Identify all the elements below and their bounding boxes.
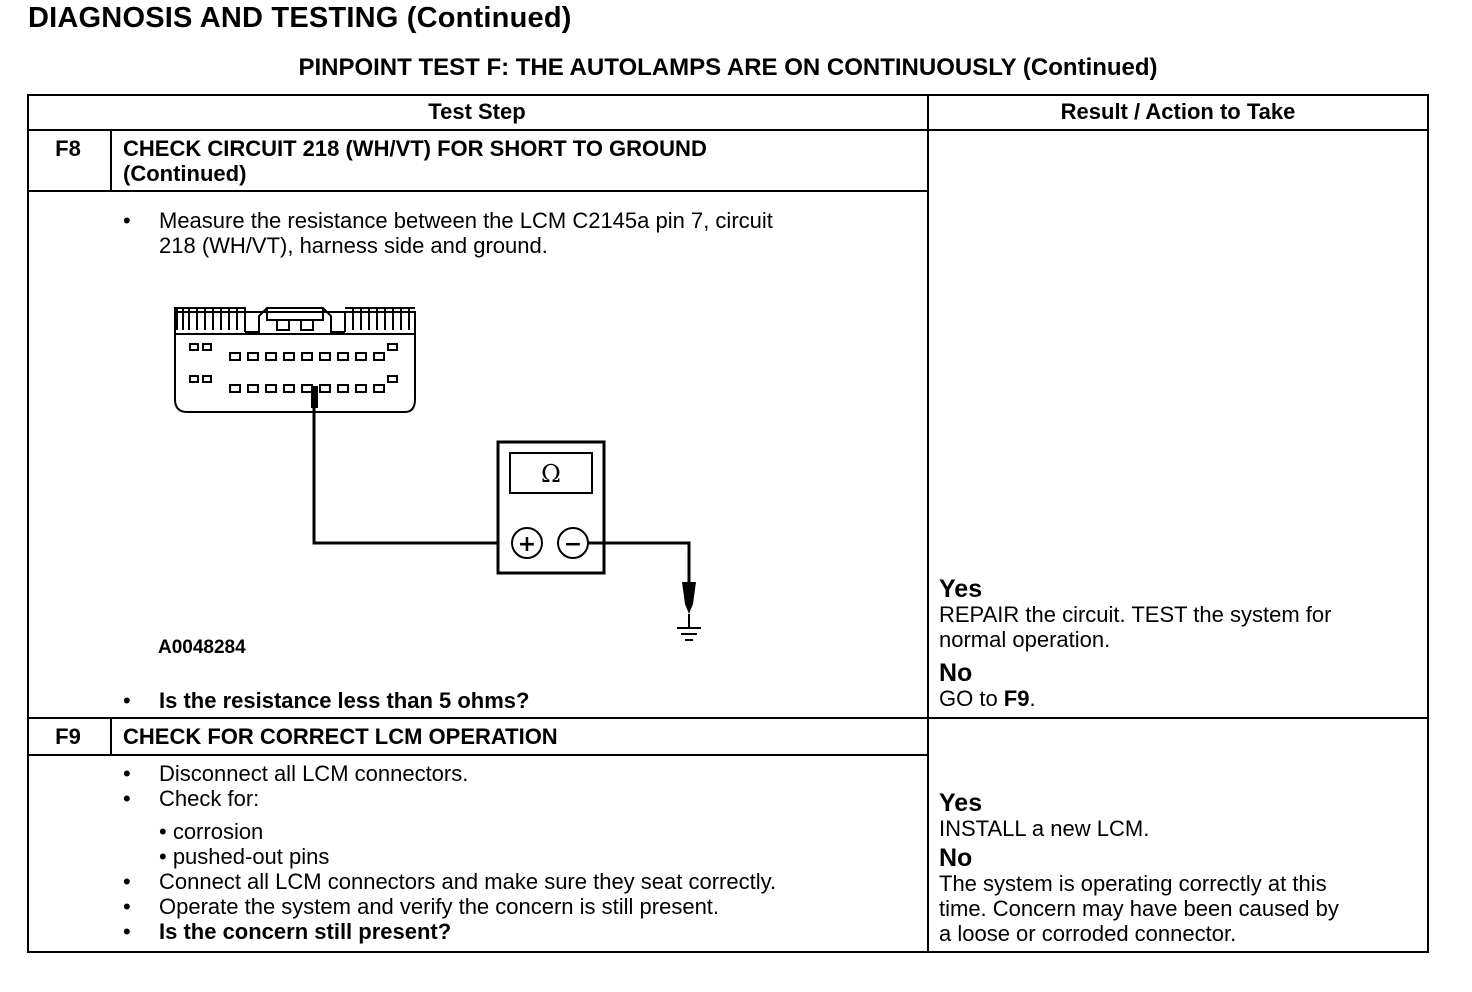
pinpoint-test-table: Test Step Result / Action to Take F8 CHE… bbox=[27, 94, 1429, 953]
step-f8-no-suffix: . bbox=[1029, 686, 1036, 711]
step-f9-title: CHECK FOR CORRECT LCM OPERATION bbox=[123, 724, 558, 749]
step-f9-question-text: Is the concern still present? bbox=[159, 919, 452, 944]
f9-id-divider bbox=[110, 718, 112, 756]
minus-sign: − bbox=[564, 532, 582, 557]
step-f9-link[interactable]: F9 bbox=[1003, 686, 1030, 711]
step-f8-yes-line2: normal operation. bbox=[939, 627, 1111, 652]
step-f8-title: CHECK CIRCUIT 218 (WH/VT) FOR SHORT TO G… bbox=[123, 136, 707, 186]
step-f8-yes-label: Yes bbox=[939, 575, 983, 603]
step-f9-step1: Disconnect all LCM connectors. bbox=[159, 761, 469, 786]
f9-title-divider bbox=[27, 754, 928, 756]
step-f8-question-text: Is the resistance less than 5 ohms? bbox=[159, 688, 530, 713]
step-f9-id: F9 bbox=[55, 724, 81, 749]
ohmmeter-test-figure: Ω + − bbox=[174, 307, 701, 641]
step-f8-id: F8 bbox=[55, 136, 81, 161]
list-item: • Is the concern still present? bbox=[123, 919, 776, 944]
step-f8-result: Yes REPAIR the circuit. TEST the system … bbox=[939, 576, 1331, 711]
step-f9-instructions: • Disconnect all LCM connectors. • Check… bbox=[123, 761, 776, 944]
pinpoint-test-title: PINPOINT TEST F: THE AUTOLAMPS ARE ON CO… bbox=[298, 54, 1158, 81]
step-f8-yes-line1: REPAIR the circuit. TEST the system for bbox=[939, 602, 1332, 627]
step-f9-no-label: No bbox=[939, 844, 973, 872]
step-f9-yes-text: INSTALL a new LCM. bbox=[939, 816, 1150, 841]
f8-f9-divider bbox=[27, 717, 1429, 719]
list-item: • Disconnect all LCM connectors. bbox=[123, 761, 776, 786]
ohmmeter-display bbox=[509, 452, 593, 494]
step-f9-step4: Operate the system and verify the concer… bbox=[159, 894, 720, 919]
step-f8-title-line2: (Continued) bbox=[123, 161, 247, 186]
ohm-symbol: Ω bbox=[541, 460, 561, 488]
test-step-header: Test Step bbox=[428, 99, 526, 124]
bullet: • bbox=[123, 919, 131, 944]
table-border-top bbox=[27, 94, 1429, 96]
table-border-bottom bbox=[27, 951, 1429, 953]
positive-terminal-icon bbox=[511, 527, 543, 559]
figure-code: A0048284 bbox=[158, 637, 246, 658]
step-f9-yes-label: Yes bbox=[939, 789, 983, 817]
list-item: • Check for: bbox=[123, 786, 776, 811]
connector-c2145a-icon bbox=[174, 307, 416, 413]
list-item: • Is the resistance less than 5 ohms? bbox=[123, 688, 529, 713]
list-item: • Operate the system and verify the conc… bbox=[123, 894, 776, 919]
f8-id-divider bbox=[110, 130, 112, 192]
bullet: • bbox=[123, 208, 131, 233]
list-item: • Connect all LCM connectors and make su… bbox=[123, 869, 776, 894]
step-f9-result: Yes INSTALL a new LCM. No The system is … bbox=[939, 790, 1339, 946]
table-border-left bbox=[27, 94, 29, 953]
plus-sign: + bbox=[518, 532, 536, 557]
step-f8-no-label: No bbox=[939, 659, 973, 687]
ground-symbol-icon bbox=[677, 614, 701, 641]
step-f8-title-line1: CHECK CIRCUIT 218 (WH/VT) FOR SHORT TO G… bbox=[123, 136, 707, 161]
bullet: • bbox=[123, 786, 131, 811]
step-f8-no-text: GO to F9. bbox=[939, 686, 1331, 711]
step-f9-no-line2: time. Concern may have been caused by bbox=[939, 896, 1339, 921]
step-f9-no-line3: a loose or corroded connector. bbox=[939, 921, 1237, 946]
page-title: DIAGNOSIS AND TESTING (Continued) bbox=[28, 2, 572, 34]
table-border-right bbox=[1427, 94, 1429, 953]
bullet: • bbox=[123, 869, 131, 894]
positive-test-lead bbox=[312, 394, 510, 545]
ground-probe-icon bbox=[682, 582, 696, 614]
step-f8-no-prefix: GO to bbox=[939, 686, 1004, 711]
bullet: • bbox=[123, 761, 131, 786]
sub-list-item: • corrosion bbox=[159, 819, 264, 844]
step-f8-instruction-line1: Measure the resistance between the LCM C… bbox=[159, 208, 773, 233]
sub-list-item: • pushed-out pins bbox=[159, 844, 330, 869]
header-divider bbox=[27, 129, 1429, 131]
column-divider bbox=[927, 94, 929, 953]
step-f8-instruction: • Measure the resistance between the LCM… bbox=[123, 208, 773, 258]
step-f9-no-line1: The system is operating correctly at thi… bbox=[939, 871, 1327, 896]
negative-test-lead bbox=[588, 541, 691, 584]
check-for-sublist: • corrosion • pushed-out pins bbox=[159, 819, 776, 869]
step-f8-question: • Is the resistance less than 5 ohms? bbox=[123, 688, 529, 713]
step-f9-step2: Check for: bbox=[159, 786, 260, 811]
bullet: • bbox=[123, 894, 131, 919]
step-f8-instruction-line2: 218 (WH/VT), harness side and ground. bbox=[159, 233, 548, 258]
bullet: • bbox=[123, 688, 131, 713]
step-f9-step3: Connect all LCM connectors and make sure… bbox=[159, 869, 777, 894]
f8-title-divider bbox=[27, 190, 928, 192]
result-action-header: Result / Action to Take bbox=[1060, 99, 1296, 124]
list-item: • Measure the resistance between the LCM… bbox=[123, 208, 773, 258]
